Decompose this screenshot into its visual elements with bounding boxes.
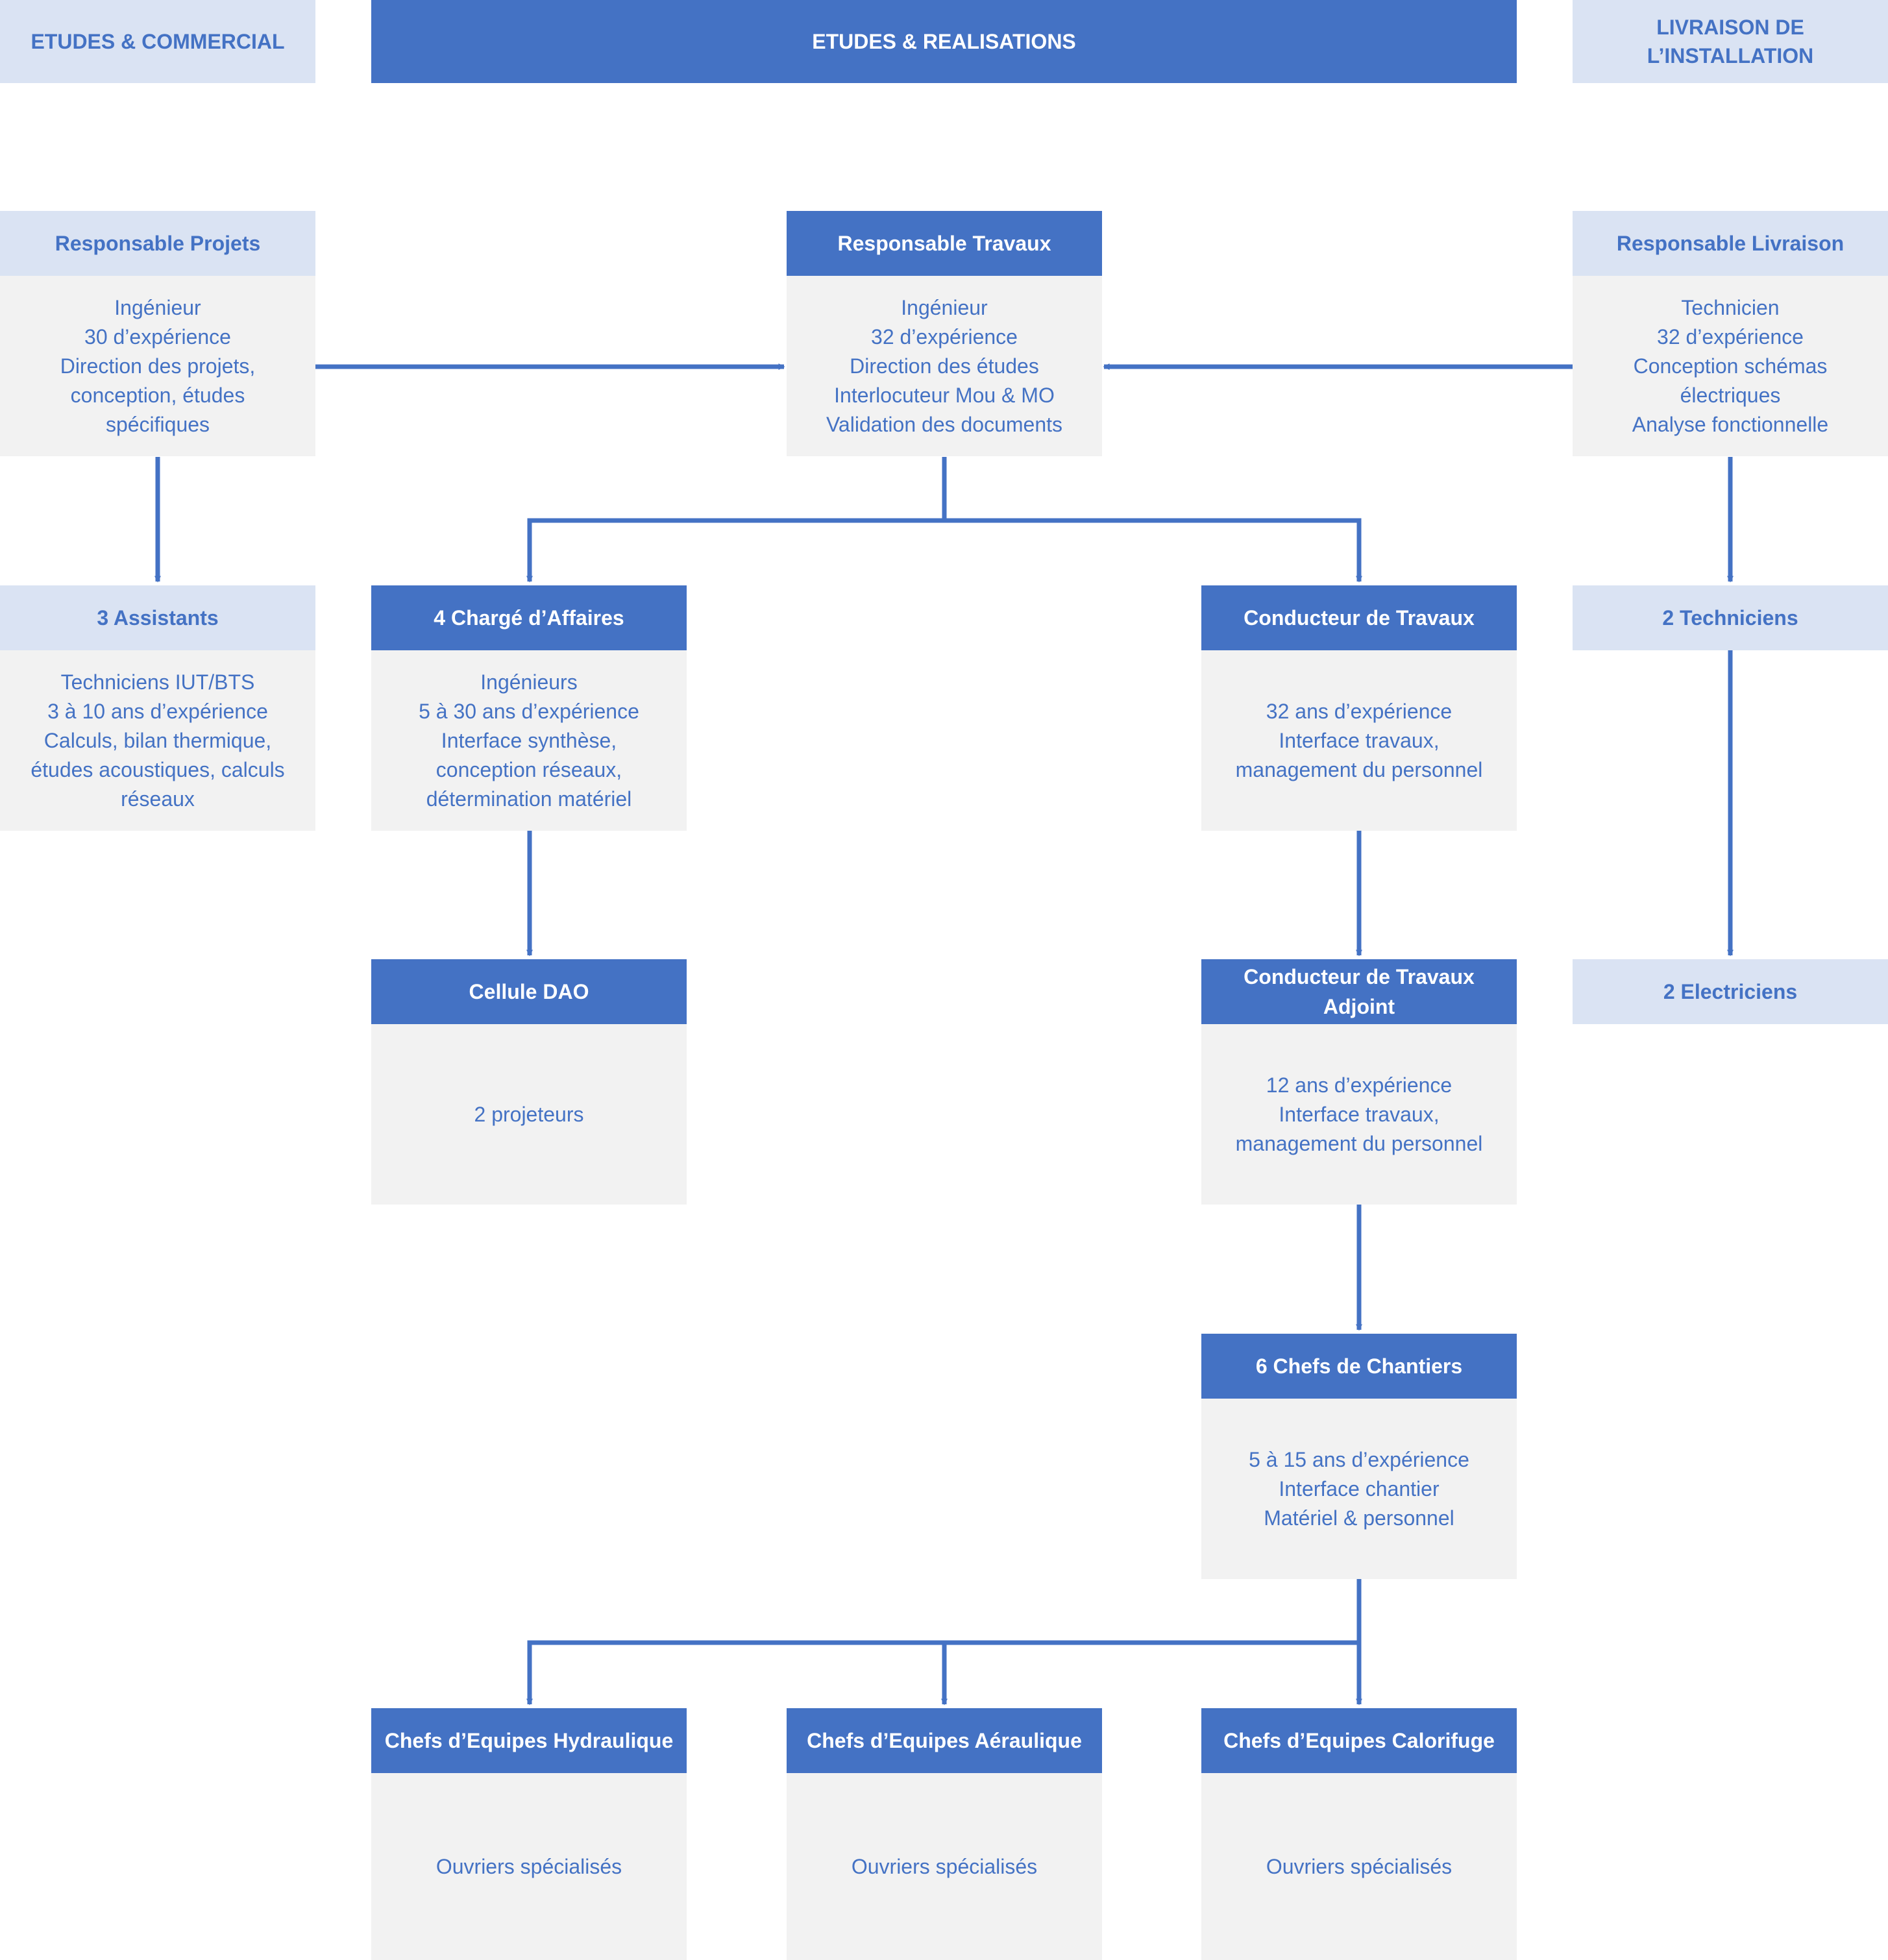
node-cellule-dao: Cellule DAO 2 projeteurs [371, 959, 687, 1205]
node-techniciens: 2 Techniciens [1573, 585, 1888, 650]
node-conducteur-adjoint: Conducteur de Travaux Adjoint 12 ans d’e… [1201, 959, 1517, 1205]
node-title: 2 Techniciens [1573, 585, 1888, 650]
node-chefs-chantiers: 6 Chefs de Chantiers 5 à 15 ans d’expéri… [1201, 1334, 1517, 1579]
node-charges-affaires: 4 Chargé d’Affaires Ingénieurs 5 à 30 an… [371, 585, 687, 831]
node-title: Responsable Projets [0, 211, 315, 276]
node-body: 32 ans d’expérience Interface travaux, m… [1201, 650, 1517, 831]
node-title: Conducteur de Travaux [1201, 585, 1517, 650]
node-electriciens: 2 Electriciens [1573, 959, 1888, 1024]
node-body: Technicien 32 d’expérience Conception sc… [1573, 276, 1888, 456]
node-title: Chefs d’Equipes Aéraulique [787, 1708, 1102, 1773]
node-title: Conducteur de Travaux Adjoint [1201, 959, 1517, 1024]
arrow-travaux-to-conducteur [944, 518, 1362, 583]
node-title: 3 Assistants [0, 585, 315, 650]
node-responsable-projets: Responsable Projets Ingénieur 30 d’expér… [0, 211, 315, 456]
node-title: Responsable Travaux [787, 211, 1102, 276]
node-title: Cellule DAO [371, 959, 687, 1024]
node-body: 2 projeteurs [371, 1024, 687, 1205]
node-title: 6 Chefs de Chantiers [1201, 1334, 1517, 1399]
node-body: 5 à 15 ans d’expérience Interface chanti… [1201, 1399, 1517, 1579]
node-title: Chefs d’Equipes Hydraulique [371, 1708, 687, 1773]
node-chefs-hydraulique: Chefs d’Equipes Hydraulique Ouvriers spé… [371, 1708, 687, 1960]
node-title: 2 Electriciens [1573, 959, 1888, 1024]
node-body: Ouvriers spécialisés [1201, 1773, 1517, 1960]
node-title: 4 Chargé d’Affaires [371, 585, 687, 650]
column-header-etudes-realisations: ETUDES & REALISATIONS [371, 0, 1517, 83]
node-body: Ouvriers spécialisés [787, 1773, 1102, 1960]
column-header-etudes-commercial: ETUDES & COMMERCIAL [0, 0, 315, 83]
arrow-chantiers-to-hydraulique [526, 1578, 1362, 1706]
column-header-livraison: LIVRAISON DE L’INSTALLATION [1573, 0, 1888, 83]
node-conducteur-travaux: Conducteur de Travaux 32 ans d’expérienc… [1201, 585, 1517, 831]
node-body: Techniciens IUT/BTS 3 à 10 ans d’expérie… [0, 650, 315, 831]
node-responsable-livraison: Responsable Livraison Technicien 32 d’ex… [1573, 211, 1888, 456]
node-body: Ingénieur 30 d’expérience Direction des … [0, 276, 315, 456]
node-body: Ingénieurs 5 à 30 ans d’expérience Inter… [371, 650, 687, 831]
node-title: Responsable Livraison [1573, 211, 1888, 276]
node-body: Ouvriers spécialisés [371, 1773, 687, 1960]
node-title: Chefs d’Equipes Calorifuge [1201, 1708, 1517, 1773]
node-assistants: 3 Assistants Techniciens IUT/BTS 3 à 10 … [0, 585, 315, 831]
node-chefs-calorifuge: Chefs d’Equipes Calorifuge Ouvriers spéc… [1201, 1708, 1517, 1960]
node-responsable-travaux: Responsable Travaux Ingénieur 32 d’expér… [787, 211, 1102, 456]
node-body: Ingénieur 32 d’expérience Direction des … [787, 276, 1102, 456]
arrow-travaux-to-charges [526, 457, 947, 583]
node-chefs-aeraulique: Chefs d’Equipes Aéraulique Ouvriers spéc… [787, 1708, 1102, 1960]
node-body: 12 ans d’expérience Interface travaux, m… [1201, 1024, 1517, 1205]
